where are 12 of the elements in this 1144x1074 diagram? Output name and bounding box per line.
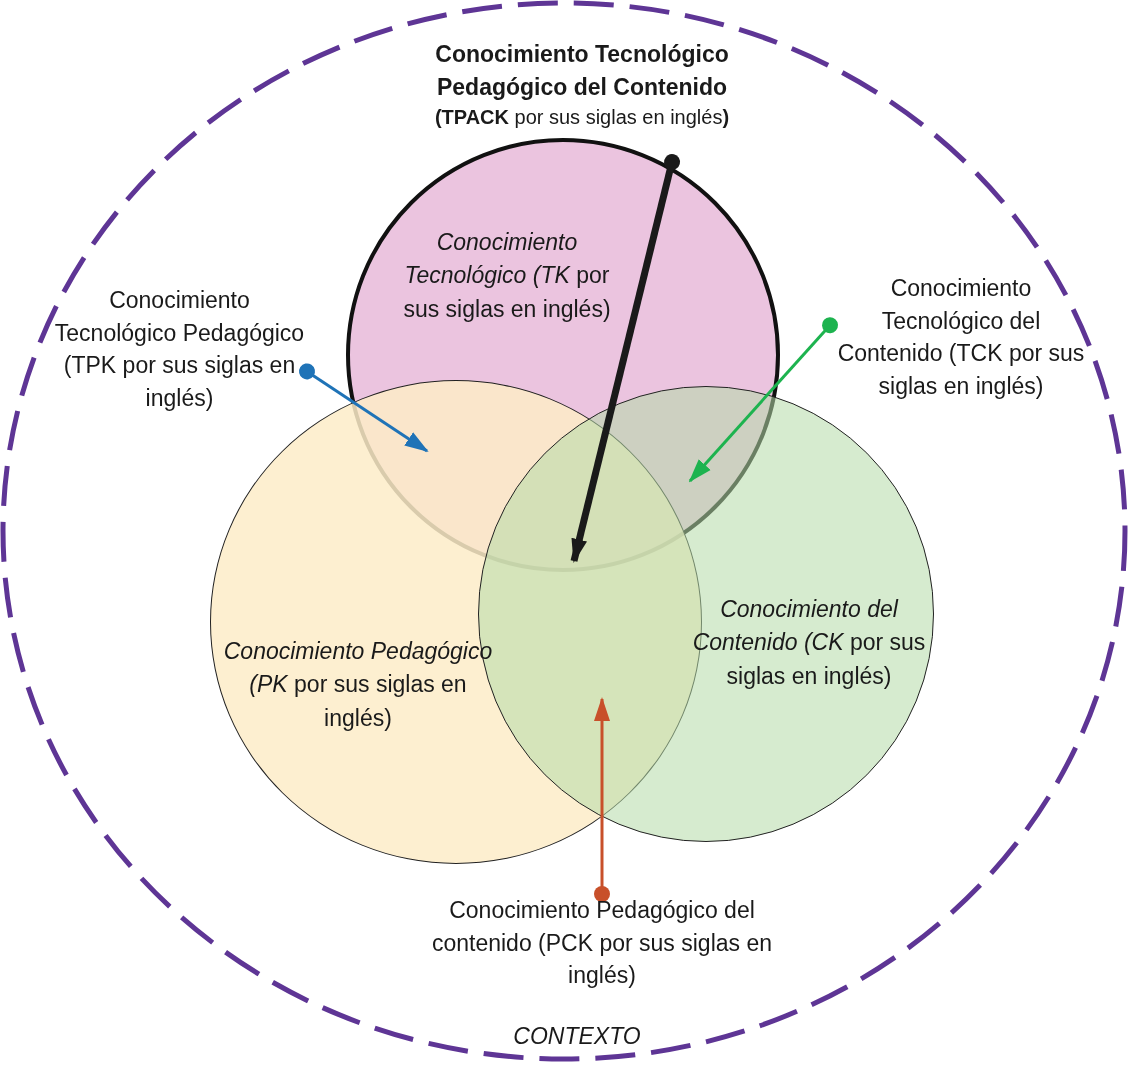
callout-text: Conocimiento Tecnológico del Contenido (TCK por sus siglas en inglés) [830,272,1092,469]
circle-label: Conocimiento del Contenido (CK por sus siglas en inglés) [691,595,927,691]
context-label: CONTEXTO [512,1022,642,1051]
leader-arrow [594,697,610,902]
callout-text: Conocimiento Pedagógico del contenido (PCK por sus siglas en inglés) [427,894,777,1012]
circle-label: Conocimiento Tecnológico (TK por sus siglas en inglés) [402,228,612,324]
leader-arrow [688,317,838,483]
callout-heading: Conocimiento Tecnológico Pedagógico del Contenido [434,40,730,102]
callout-text: Conocimiento Tecnológico Pedagógico (TPK por sus siglas en inglés) [52,284,307,474]
leader-arrow [570,154,680,563]
callout-text: (TPACK por sus siglas en inglés) [433,105,731,131]
leader-arrow [299,363,429,453]
